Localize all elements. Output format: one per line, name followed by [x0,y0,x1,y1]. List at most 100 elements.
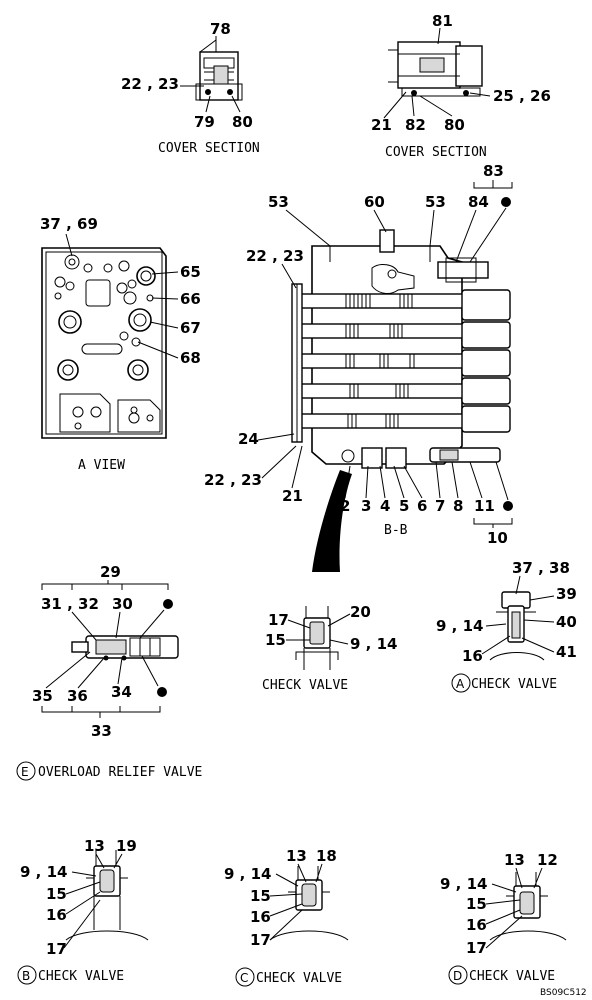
label-22-23: 22 , 23 [121,75,179,93]
label-40: 40 [556,613,577,631]
marker-dot [501,197,511,207]
circle-d-marker [448,965,468,985]
circle-e-marker [16,761,36,781]
label-15: 15 [250,887,271,905]
label-22-23-lower: 22 , 23 [204,471,262,489]
label-67: 67 [180,319,201,337]
check-valve-b-caption: CHECK VALVE [38,969,124,984]
label-6: 6 [417,497,427,515]
label-9-14: 9 , 14 [350,635,397,653]
label-9-14: 9 , 14 [224,865,271,883]
label-16: 16 [46,906,67,924]
circle-a-marker [451,673,471,693]
label-5: 5 [399,497,409,515]
label-53-left: 53 [268,193,289,211]
label-13: 13 [84,837,105,855]
main-section-bb: 83 53 60 53 84 22 , 23 24 22 , 23 21 2 3… [204,162,513,572]
label-19: 19 [116,837,137,855]
label-35: 35 [32,687,53,705]
check-valve-plain-drawing [295,606,339,670]
label-21: 21 [371,116,392,134]
check-valve-d: 13 12 9 , 14 15 16 17 D CHECK VALVE [440,851,567,985]
cover-section-caption-right: COVER SECTION [385,145,487,160]
marker-dot [503,501,513,511]
circle-b-marker [17,965,37,985]
label-66: 66 [180,290,201,308]
label-36: 36 [67,687,88,705]
cover-left-drawing [195,39,243,101]
cover-section-left: 78 22 , 23 79 80 COVER SECTION [121,20,260,156]
label-78: 78 [210,20,231,38]
section-bb-caption: B-B [384,523,408,538]
cover-section-right: 81 25 , 26 21 82 80 COVER SECTION [371,12,551,160]
label-80: 80 [232,113,253,131]
label-13: 13 [286,847,307,865]
label-11: 11 [474,497,495,515]
label-16: 16 [466,916,487,934]
label-15: 15 [46,885,67,903]
label-81: 81 [432,12,453,30]
label-65: 65 [180,263,201,281]
check-valve-b: 13 19 9 , 14 15 16 17 B CHECK VALVE [17,837,149,985]
label-2: 2 [340,497,350,515]
label-29: 29 [100,563,121,581]
label-24: 24 [238,430,259,448]
label-17: 17 [250,931,271,949]
label-17: 17 [466,939,487,957]
label-41: 41 [556,643,577,661]
label-9-14: 9 , 14 [436,617,483,635]
check-valve-a-drawing [489,591,545,661]
check-valve-a: 37 , 38 39 9 , 14 40 16 41 A CHECK VALVE [436,559,577,693]
label-9-14: 9 , 14 [440,875,487,893]
label-16: 16 [462,647,483,665]
label-8: 8 [453,497,463,515]
a-view-drawing [41,247,167,439]
check-valve-d-caption: CHECK VALVE [469,969,555,984]
check-valve-c: 13 18 9 , 14 15 16 17 C CHECK VALVE [224,847,349,987]
label-21: 21 [282,487,303,505]
a-view: 37 , 69 65 66 67 68 A VIEW [40,215,201,473]
label-80: 80 [444,116,465,134]
label-84: 84 [468,193,489,211]
label-82: 82 [405,116,426,134]
check-valve-a-caption: CHECK VALVE [471,677,557,692]
overload-relief-drawing [71,635,179,661]
main-valve-body-drawing [291,229,511,572]
label-3: 3 [361,497,371,515]
circle-c-marker [235,967,255,987]
label-60: 60 [364,193,385,211]
overload-relief-valve: 29 31 , 32 30 35 36 34 33 E OVERLOAD REL… [16,563,202,781]
circle-a-letter: A [456,677,465,691]
label-30: 30 [112,595,133,613]
label-79: 79 [194,113,215,131]
check-valve-plain: 17 20 15 9 , 14 CHECK VALVE [262,603,397,693]
label-9-14: 9 , 14 [20,863,67,881]
circle-d-letter: D [453,969,462,983]
label-10: 10 [487,529,508,547]
label-33: 33 [91,722,112,740]
label-37-38: 37 , 38 [512,559,570,577]
label-37-69: 37 , 69 [40,215,98,233]
drawing-id: BS09C512 [540,988,587,998]
label-25-26: 25 , 26 [493,87,551,105]
check-valve-b-drawing [65,850,149,941]
check-valve-d-drawing [489,872,567,941]
label-7: 7 [435,497,445,515]
check-valve-c-drawing [269,866,349,941]
label-34: 34 [111,683,132,701]
circle-e-letter: E [21,765,29,779]
marker-dot [163,599,173,609]
label-12: 12 [537,851,558,869]
label-83: 83 [483,162,504,180]
circle-b-letter: B [22,969,30,983]
label-15: 15 [466,895,487,913]
label-4: 4 [380,497,390,515]
overload-relief-caption: OVERLOAD RELIEF VALVE [38,765,202,780]
label-31-32: 31 , 32 [41,595,99,613]
label-39: 39 [556,585,577,603]
label-15: 15 [265,631,286,649]
cover-section-caption-left: COVER SECTION [158,141,260,156]
label-22-23-upper: 22 , 23 [246,247,304,265]
cover-right-drawing [388,41,483,97]
